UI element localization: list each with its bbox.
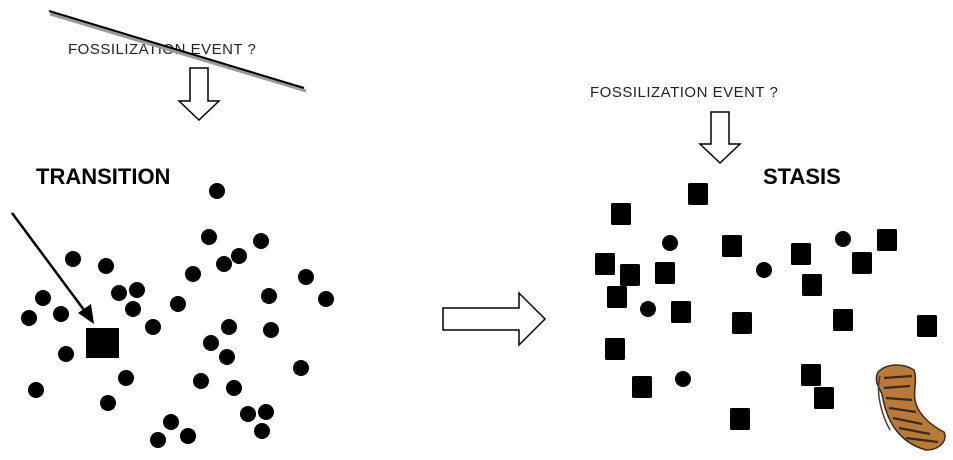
square-marker [732,312,752,334]
dot-marker [180,428,196,444]
dot-marker [65,251,81,267]
dot-marker [100,395,116,411]
dot-marker [125,301,141,317]
square-marker [877,229,897,251]
dot-marker [298,269,314,285]
dot-marker [58,346,74,362]
dot-marker [98,258,114,274]
dot-marker [145,319,161,335]
dot-marker [170,296,186,312]
square-marker [730,408,750,430]
dot-marker [261,288,277,304]
dot-marker [118,370,134,386]
square-marker [688,183,708,205]
dot-marker [193,373,209,389]
square-marker [722,235,742,257]
dot-marker [253,233,269,249]
square-marker [655,262,675,284]
left-event-label: FOSSILIZATION EVENT ? [68,41,256,58]
square-marker [833,309,853,331]
square-marker [605,338,625,360]
square-marker [620,264,640,286]
dot-marker [258,404,274,420]
dot-marker [640,301,656,317]
dot-marker [221,319,237,335]
square-marker [671,301,691,323]
dot-marker [216,256,232,272]
dot-marker [209,183,225,199]
dot-marker [231,248,247,264]
dot-marker [53,306,69,322]
square-marker [607,286,627,308]
left-dot-cluster [21,183,334,448]
dot-marker [219,349,235,365]
dot-marker [318,291,334,307]
square-marker [632,376,652,398]
dot-marker [201,229,217,245]
left-down-arrow-icon [177,67,221,122]
dot-marker [263,322,279,338]
square-marker [917,315,937,337]
square-marker [814,387,834,409]
dot-marker [163,414,179,430]
right-event-label: FOSSILIZATION EVENT ? [590,84,778,101]
right-down-arrow-icon [698,111,742,165]
square-marker [611,203,631,225]
dot-marker [756,262,772,278]
pointer-arrow-icon [10,212,94,324]
square-marker [801,364,821,386]
dot-marker [150,432,166,448]
dot-marker [111,285,127,301]
left-title: TRANSITION [36,164,170,189]
dot-marker [254,423,270,439]
right-title: STASIS [763,164,841,189]
square-marker [595,253,615,275]
center-right-arrow-icon [442,291,547,347]
dot-marker [129,282,145,298]
fossil-image-icon [855,362,953,460]
dot-marker [226,380,242,396]
dot-marker [293,360,309,376]
right-panel: FOSSILIZATION EVENT ? STASIS [590,84,953,460]
right-mark-cluster [595,183,937,430]
square-marker [852,252,872,274]
dot-marker [662,235,678,251]
strike-line [48,10,307,93]
square-marker [802,274,822,296]
dot-marker [28,382,44,398]
square-marker [791,243,811,265]
dot-marker [675,371,691,387]
transition-square [86,328,119,358]
dot-marker [203,335,219,351]
dot-marker [835,231,851,247]
dot-marker [35,290,51,306]
dot-marker [21,310,37,326]
left-panel: FOSSILIZATION EVENT ? TRANSITION [10,10,334,448]
dot-marker [185,266,201,282]
dot-marker [240,406,256,422]
